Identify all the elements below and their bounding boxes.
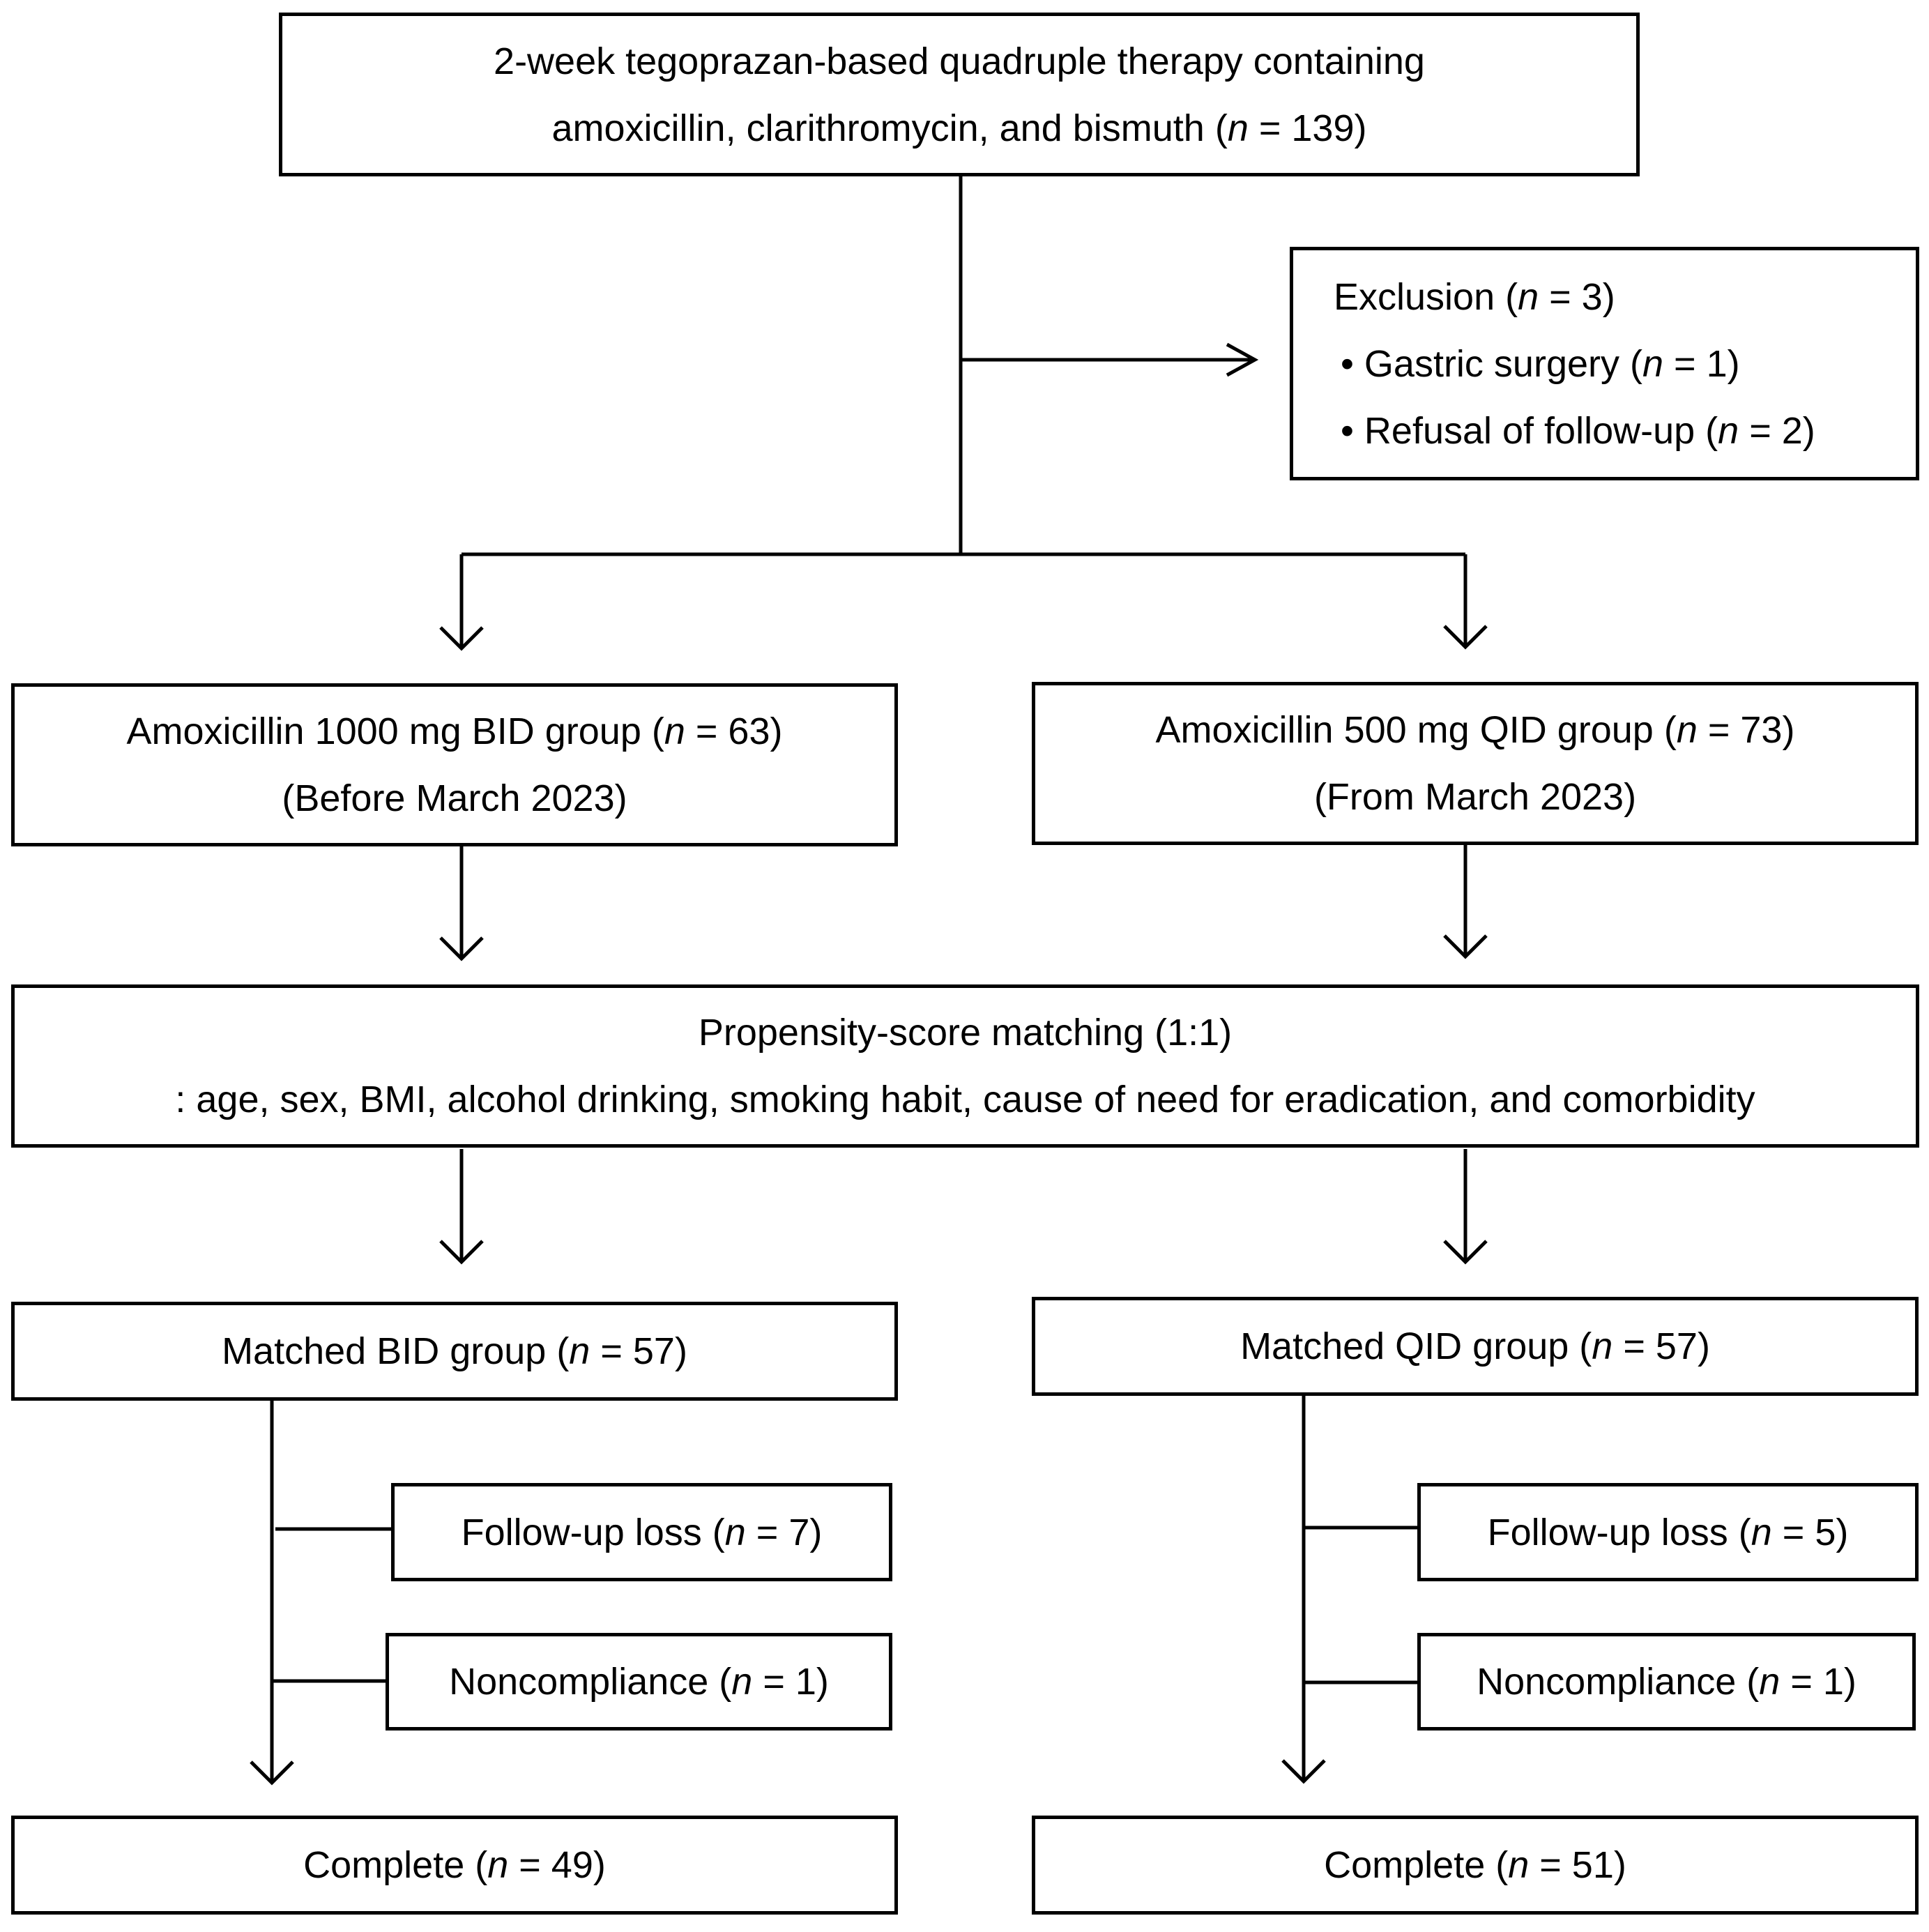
bid-noncompliance-box: Noncompliance (n = 1) — [386, 1633, 892, 1731]
bid-followup-loss-label: Follow-up loss (n = 7) — [461, 1511, 823, 1553]
bid-noncompliance-label: Noncompliance (n = 1) — [449, 1661, 829, 1703]
qid-to-psm-arrowhead — [1443, 934, 1488, 959]
qid-group-box: Amoxicillin 500 mg QID group (n = 73) (F… — [1032, 682, 1919, 845]
matched-qid-label: Matched QID group (n = 57) — [1240, 1325, 1710, 1367]
qid-group-line-1: Amoxicillin 500 mg QID group (n = 73) — [1155, 709, 1795, 751]
exclusion-item-refusal: • Refusal of follow-up (n = 2) — [1341, 409, 1815, 452]
qid-followup-loss-label: Follow-up loss (n = 5) — [1487, 1511, 1849, 1553]
qid-noncompliance-label: Noncompliance (n = 1) — [1477, 1661, 1856, 1703]
qid-complete-label: Complete (n = 51) — [1324, 1844, 1626, 1886]
bid-lower-arrowhead — [250, 1760, 294, 1786]
matched-bid-label: Matched BID group (n = 57) — [222, 1330, 687, 1372]
matched-qid-box: Matched QID group (n = 57) — [1032, 1297, 1919, 1396]
exclusion-item-gastric-surgery: • Gastric surgery (n = 1) — [1341, 342, 1740, 385]
split-left-arrowhead — [439, 626, 484, 651]
bid-group-line-1: Amoxicillin 1000 mg BID group (n = 63) — [126, 710, 783, 752]
therapy-line-2: amoxicillin, clarithromycin, and bismuth… — [551, 107, 1367, 149]
bid-complete-label: Complete (n = 49) — [303, 1844, 606, 1886]
qid-noncompliance-box: Noncompliance (n = 1) — [1417, 1633, 1916, 1731]
psm-line-2: : age, sex, BMI, alcohol drinking, smoki… — [175, 1079, 1755, 1120]
matched-bid-box: Matched BID group (n = 57) — [11, 1302, 898, 1401]
psm-to-matched-qid-arrowhead — [1443, 1240, 1488, 1265]
therapy-box: 2-week tegoprazan-based quadruple therap… — [279, 13, 1640, 176]
bid-group-box: Amoxicillin 1000 mg BID group (n = 63) (… — [11, 683, 898, 846]
psm-box: Propensity-score matching (1:1) : age, s… — [11, 984, 1919, 1148]
qid-complete-box: Complete (n = 51) — [1032, 1816, 1919, 1915]
psm-line-1: Propensity-score matching (1:1) — [698, 1012, 1233, 1054]
exclusion-title: Exclusion (n = 3) — [1334, 275, 1615, 318]
exclusion-arrowhead — [1226, 342, 1259, 377]
qid-group-line-2: (From March 2023) — [1313, 776, 1637, 818]
bid-complete-box: Complete (n = 49) — [11, 1816, 898, 1915]
bid-group-line-2: (Before March 2023) — [282, 777, 627, 819]
bid-followup-loss-box: Follow-up loss (n = 7) — [391, 1483, 892, 1581]
split-right-arrowhead — [1443, 625, 1488, 650]
qid-lower-arrowhead — [1281, 1759, 1326, 1784]
therapy-line-1: 2-week tegoprazan-based quadruple therap… — [494, 40, 1425, 82]
psm-to-matched-bid-arrowhead — [439, 1240, 484, 1265]
qid-followup-loss-box: Follow-up loss (n = 5) — [1417, 1483, 1919, 1581]
bid-to-psm-arrowhead — [439, 936, 484, 961]
exclusion-box: Exclusion (n = 3) • Gastric surgery (n =… — [1290, 247, 1919, 480]
